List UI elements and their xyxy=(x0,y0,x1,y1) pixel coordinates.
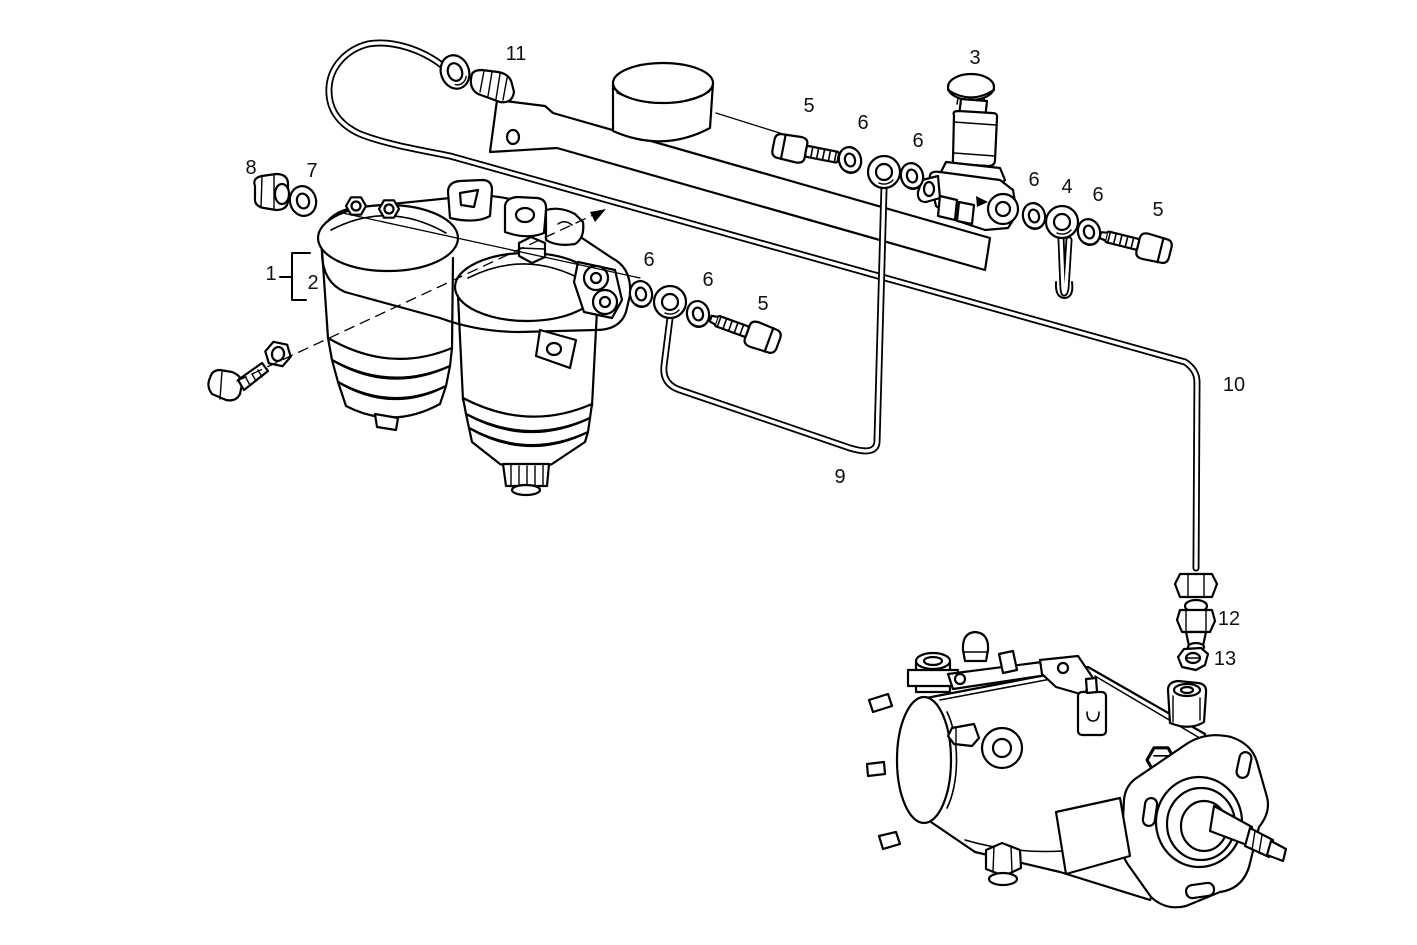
washer-6 xyxy=(1018,199,1050,233)
pipe-9 xyxy=(660,184,888,455)
callout-bracket-1-2 xyxy=(279,252,311,301)
bracket-ear-right xyxy=(503,195,548,238)
pipe-stub-4 xyxy=(1054,234,1074,299)
valve-body xyxy=(951,109,999,168)
assembly-axis-dashed xyxy=(236,208,607,382)
assembly-axis-line xyxy=(337,211,641,279)
callout-4-3: 4 xyxy=(1061,176,1072,198)
pipe-10-nut xyxy=(1173,572,1219,599)
fuel-filter-assembly xyxy=(316,178,632,497)
bolt-8 xyxy=(253,172,291,212)
washer-6 xyxy=(683,297,713,331)
pump-end-cap xyxy=(895,695,953,825)
callout-8-14: 8 xyxy=(245,157,256,179)
pump-stud xyxy=(877,830,902,851)
washer-6 xyxy=(1073,215,1105,249)
banjo-bolt-5-top xyxy=(769,130,848,173)
flow-arrow xyxy=(976,196,988,207)
left-filter-tab xyxy=(373,412,400,432)
callout-6-11: 6 xyxy=(1028,169,1039,191)
filter-foot xyxy=(534,328,578,370)
washer-6 xyxy=(626,277,656,311)
washer-7 xyxy=(288,185,318,217)
flange-slot xyxy=(1184,881,1216,900)
callout-7-13: 7 xyxy=(306,160,317,182)
plug-11 xyxy=(469,68,516,104)
pump-stud xyxy=(867,692,894,714)
callout-5-6: 5 xyxy=(1152,199,1163,221)
pump-bolt-head xyxy=(946,722,981,748)
pump-drain-plug xyxy=(984,841,1023,887)
nut-13 xyxy=(1176,646,1210,672)
plate-hole xyxy=(505,128,521,146)
pipe-ferrule xyxy=(439,54,471,90)
plate-cylinder xyxy=(611,61,715,143)
pump-mounting-flange xyxy=(1120,734,1270,909)
banjo-bolt-5-middle xyxy=(705,305,784,357)
mounting-nut xyxy=(264,340,292,368)
flange-slot xyxy=(1235,751,1253,779)
callout-11-17: 11 xyxy=(506,43,527,65)
left-filter-canister xyxy=(320,248,455,432)
valve-left-port xyxy=(916,174,942,204)
callout-10-16: 10 xyxy=(1223,374,1245,396)
banjo-bolt-5-right xyxy=(1096,221,1175,267)
callout-3-2: 3 xyxy=(969,47,980,69)
callout-12-18: 12 xyxy=(1218,608,1240,630)
union-12 xyxy=(1175,598,1217,653)
callout-9-15: 9 xyxy=(834,466,845,488)
pump-solenoid-block xyxy=(1076,676,1108,737)
pump-stud xyxy=(865,760,887,778)
mounting-plate xyxy=(488,98,992,272)
pump-lower-block xyxy=(1054,796,1132,876)
axis-arrowhead xyxy=(590,209,606,222)
valve-right-port xyxy=(986,192,1020,226)
fitting-row-right xyxy=(1018,199,1175,267)
injection-pump xyxy=(865,630,1288,909)
bracket-ear-right-hole xyxy=(514,206,536,224)
callout-6-10: 6 xyxy=(702,269,713,291)
bracket-ear-left xyxy=(446,178,494,222)
pump-shaft xyxy=(1208,804,1288,863)
callout-5-5: 5 xyxy=(757,293,768,315)
banjo-union-middle xyxy=(652,284,688,320)
callout-2-1: 2 xyxy=(307,272,318,294)
pump-inlet-boss xyxy=(1166,679,1208,728)
pump-boss xyxy=(980,726,1024,770)
overflow-valve xyxy=(916,72,1020,232)
callout-6-8: 6 xyxy=(912,130,923,152)
washer-6 xyxy=(834,143,866,177)
callout-5-4: 5 xyxy=(803,95,814,117)
pump-top-fitting xyxy=(906,651,960,694)
bracket-arm xyxy=(544,207,585,246)
right-filter-canister xyxy=(456,294,599,497)
right-filter-center-bolt xyxy=(517,235,547,265)
drain-plug xyxy=(501,462,551,497)
filter-outlet-ports xyxy=(572,260,624,320)
callout-6-7: 6 xyxy=(857,112,868,134)
pump-dome-bolt xyxy=(961,630,990,663)
callout-1-0: 1 xyxy=(265,263,276,285)
leader-lines xyxy=(236,208,641,382)
leader-line-plate-to-bolt xyxy=(715,112,787,136)
banjo-union-4 xyxy=(1044,204,1080,240)
callout-6-9: 6 xyxy=(643,249,654,271)
banjo-union-top xyxy=(866,154,902,190)
bracket-ear-left-hole xyxy=(458,188,480,209)
mounting-bolt xyxy=(207,361,270,402)
pipe-10 xyxy=(325,39,1201,572)
callout-13-19: 13 xyxy=(1214,648,1236,670)
callout-6-12: 6 xyxy=(1092,184,1103,206)
